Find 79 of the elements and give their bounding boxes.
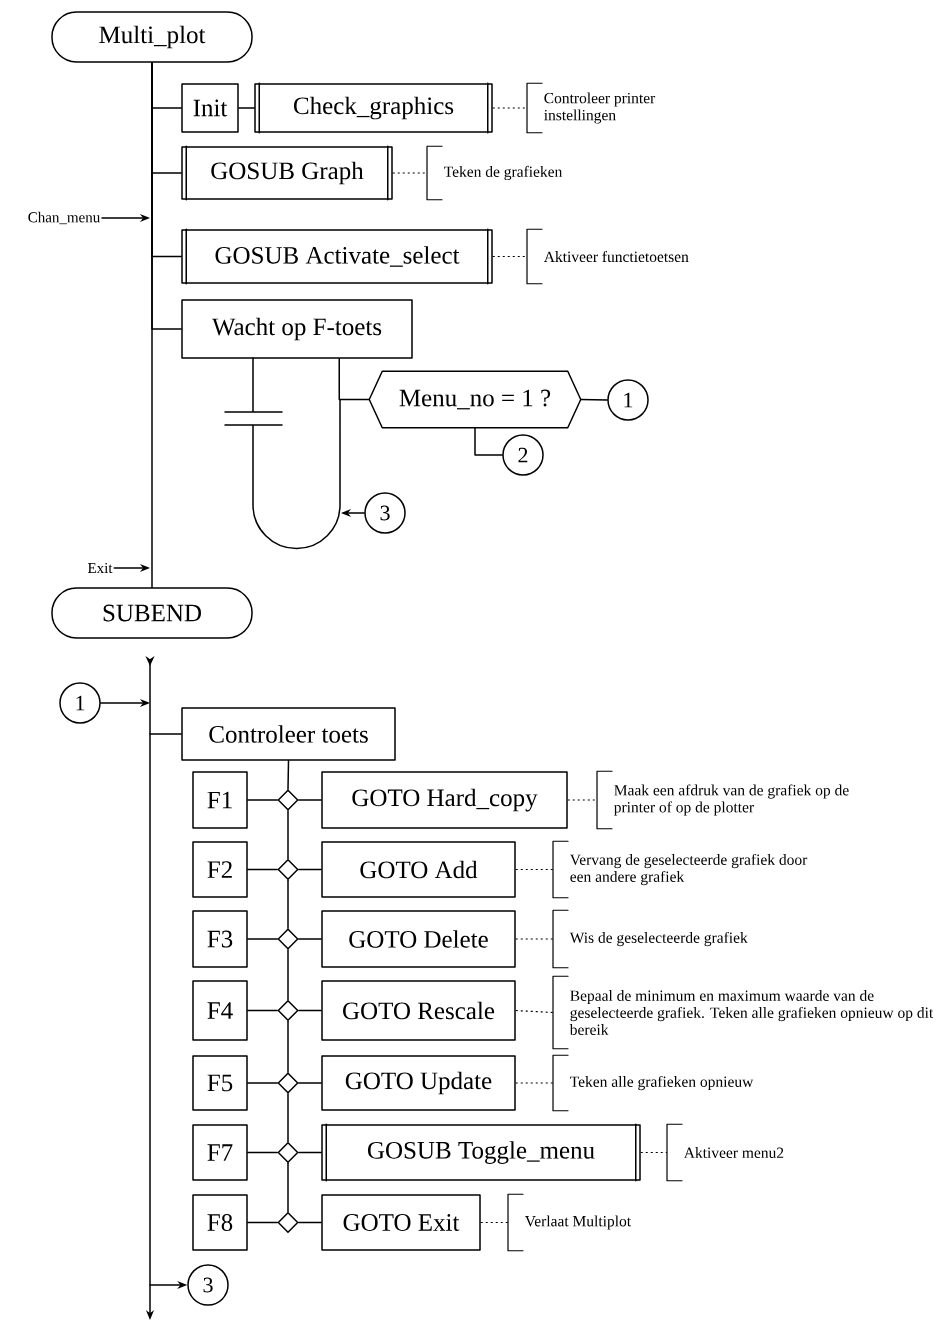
process-box: GOTO Rescale	[321, 980, 516, 1041]
process-box: GOTO Delete	[321, 910, 516, 968]
connector	[515, 1082, 554, 1084]
process-box: Controleer toets	[181, 707, 396, 761]
connector	[247, 1221, 278, 1224]
connector	[567, 799, 598, 801]
process-box: F3	[192, 910, 248, 968]
process-box: GOTO Update	[321, 1055, 516, 1111]
junction-diamond	[277, 859, 299, 880]
connector	[338, 358, 370, 401]
process-box: Init	[181, 83, 239, 133]
annotation-bracket: Vervang de geselecteerde grafiek door een andere grafiek	[552, 840, 808, 899]
connector	[298, 799, 322, 801]
decision-hexagon: Menu_no = 1 ?	[368, 370, 582, 429]
process-box: F4	[192, 980, 248, 1041]
connector	[298, 1151, 322, 1154]
junction-diamond	[277, 928, 299, 950]
annotation-bracket: Teken alle grafieken opnieuw	[552, 1054, 754, 1112]
connector	[287, 1162, 289, 1213]
connector	[474, 427, 503, 456]
connector	[151, 62, 153, 588]
connector	[640, 1151, 668, 1154]
process-box: GOTO Exit	[321, 1194, 481, 1251]
annotation-bracket: Aktiveer functietoetsen	[526, 228, 689, 285]
connector	[298, 1009, 322, 1012]
subroutine-box: GOSUB Activate_select	[181, 228, 493, 285]
connector	[287, 949, 289, 1001]
subroutine-box: Check_graphics	[254, 82, 493, 134]
annotation-bracket: Maak een afdruk van de grafiek op de printer of op de plotter	[596, 770, 849, 830]
connector	[247, 799, 278, 801]
junction-diamond	[277, 789, 299, 811]
connector	[580, 398, 608, 401]
connector	[392, 172, 428, 174]
connector	[238, 107, 255, 109]
annotation-bracket: Aktiveer menu2	[666, 1123, 784, 1182]
subroutine-box: GOSUB Graph	[181, 145, 393, 201]
annotation-bracket: Controleer printer instellingen	[526, 82, 656, 134]
annotation-bracket: Wis de geselecteerde grafiek	[552, 909, 748, 969]
entry-label: Exit	[87, 562, 113, 574]
connector	[247, 868, 278, 871]
process-box: Wacht op F-toets	[181, 299, 413, 359]
connector	[298, 938, 322, 940]
connector	[287, 879, 289, 929]
connector	[287, 1093, 289, 1143]
process-box: F7	[192, 1124, 248, 1181]
connector	[287, 760, 290, 790]
connector	[149, 733, 182, 735]
subroutine-box: GOSUB Toggle_menu	[321, 1123, 641, 1182]
entry-label: Chan_menu	[28, 211, 100, 225]
connector	[298, 1221, 322, 1224]
junction-diamond	[277, 1072, 299, 1094]
connector	[515, 938, 554, 940]
junction-diamond	[277, 1142, 299, 1163]
connector	[287, 1020, 289, 1073]
connector	[480, 1221, 509, 1224]
connector	[492, 107, 528, 109]
connector	[247, 1082, 278, 1084]
process-box: F8	[192, 1194, 248, 1251]
annotation-bracket: Teken de grafieken	[426, 145, 563, 201]
process-box: F2	[192, 841, 248, 898]
annotation-bracket: Bepaal de minimum en maximum waarde van de geselecteerde grafiek. Teken alle grafieken opnieuw op dit bereik	[552, 975, 934, 1050]
connector	[247, 1151, 278, 1154]
terminal-box: Multi_plot	[51, 11, 253, 63]
connector	[298, 868, 322, 871]
process-box: F1	[192, 771, 248, 829]
connector	[492, 255, 528, 258]
connector	[515, 1009, 554, 1014]
connector	[247, 938, 278, 940]
connector	[247, 1009, 278, 1012]
annotation-bracket: Verlaat Multiplot	[507, 1193, 631, 1252]
connector	[298, 1082, 322, 1084]
connector	[287, 810, 289, 860]
junction-diamond	[277, 1000, 299, 1021]
process-box: GOTO Add	[321, 841, 516, 898]
process-box: GOTO Hard_copy	[321, 771, 568, 829]
terminal-box: SUBEND	[51, 587, 253, 639]
connector	[515, 868, 554, 871]
process-box: F5	[192, 1055, 248, 1111]
junction-diamond	[277, 1212, 299, 1233]
